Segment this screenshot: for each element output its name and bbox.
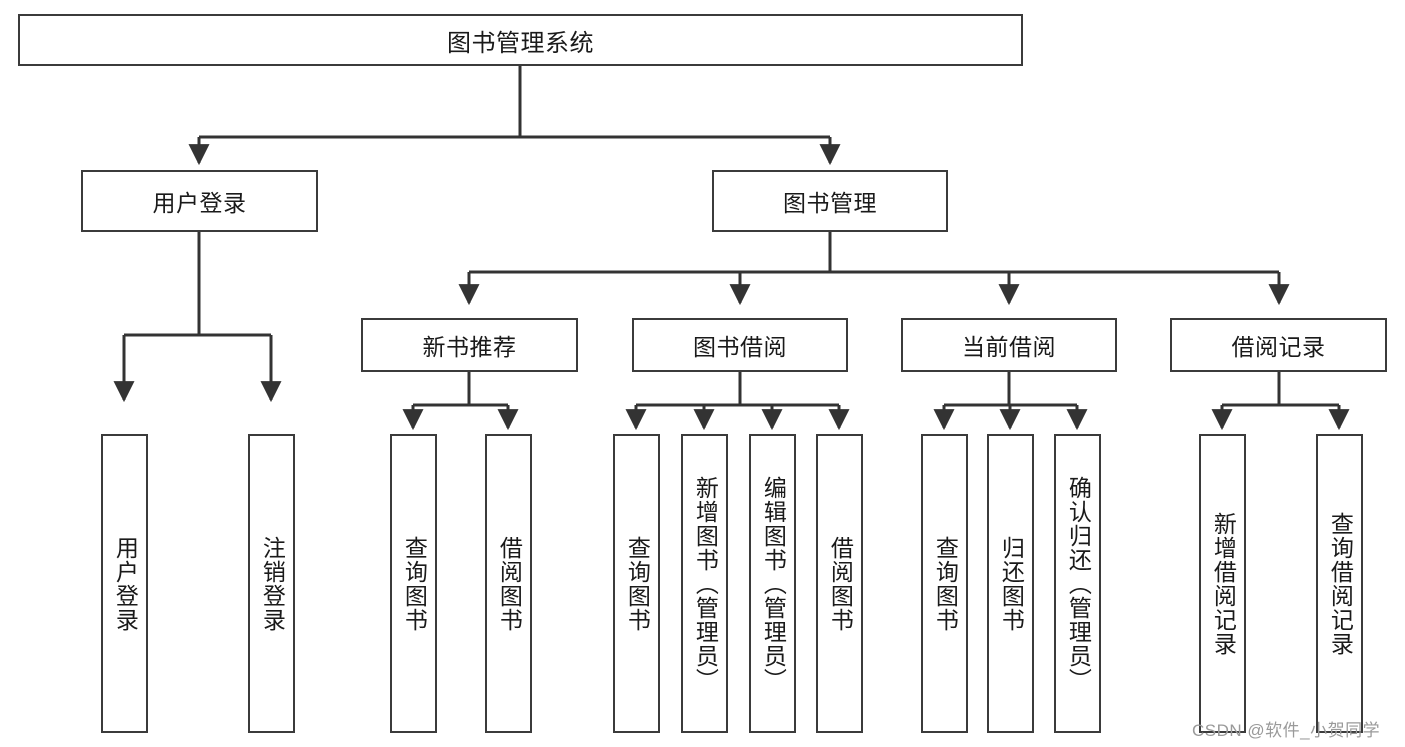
leaf-borrow-book-recommend[interactable]: 借阅图书	[485, 434, 532, 733]
node-new-book-recommend-label: 新书推荐	[422, 334, 517, 360]
leaf-add-borrow-record-label: 新增借阅记录	[1210, 511, 1237, 656]
node-root[interactable]: 图书管理系统	[18, 14, 1023, 66]
node-user-login-label: 用户登录	[152, 190, 247, 216]
node-borrow-record[interactable]: 借阅记录	[1170, 318, 1387, 372]
node-book-management[interactable]: 图书管理	[712, 170, 948, 232]
node-book-borrow[interactable]: 图书借阅	[632, 318, 848, 372]
node-new-book-recommend[interactable]: 新书推荐	[361, 318, 578, 372]
node-book-management-label: 图书管理	[783, 190, 877, 216]
leaf-edit-book-admin-label: 编辑图书（管理员）	[760, 475, 787, 692]
node-borrow-record-label: 借阅记录	[1231, 334, 1326, 360]
node-current-borrow-label: 当前借阅	[962, 334, 1056, 360]
leaf-query-book-borrow-label: 查询图书	[624, 535, 651, 632]
leaf-add-book-admin-label: 新增图书（管理员）	[692, 475, 719, 692]
leaf-query-book-recommend[interactable]: 查询图书	[390, 434, 437, 733]
leaf-query-book-borrow[interactable]: 查询图书	[613, 434, 660, 733]
leaf-query-book-current-label: 查询图书	[932, 535, 959, 632]
leaf-add-book-admin[interactable]: 新增图书（管理员）	[681, 434, 728, 733]
node-user-login[interactable]: 用户登录	[81, 170, 318, 232]
leaf-borrow-book-label: 借阅图书	[827, 535, 854, 632]
leaf-query-book-current[interactable]: 查询图书	[921, 434, 968, 733]
node-book-borrow-label: 图书借阅	[693, 334, 787, 360]
leaf-borrow-book-recommend-label: 借阅图书	[496, 535, 523, 632]
leaf-borrow-book[interactable]: 借阅图书	[816, 434, 863, 733]
csdn-watermark: CSDN @软件_小贺同学	[1192, 721, 1381, 740]
leaf-edit-book-admin[interactable]: 编辑图书（管理员）	[749, 434, 796, 733]
leaf-confirm-return-admin-label: 确认归还（管理员）	[1065, 475, 1092, 692]
leaf-query-borrow-record[interactable]: 查询借阅记录	[1316, 434, 1363, 733]
leaf-user-login-label: 用户登录	[112, 535, 139, 632]
node-root-label: 图书管理系统	[447, 29, 594, 57]
leaf-add-borrow-record[interactable]: 新增借阅记录	[1199, 434, 1246, 733]
leaf-query-borrow-record-label: 查询借阅记录	[1327, 511, 1354, 656]
leaf-return-book[interactable]: 归还图书	[987, 434, 1034, 733]
leaf-logout-label: 注销登录	[259, 535, 286, 632]
leaf-query-book-recommend-label: 查询图书	[401, 535, 428, 632]
leaf-confirm-return-admin[interactable]: 确认归还（管理员）	[1054, 434, 1101, 733]
node-current-borrow[interactable]: 当前借阅	[901, 318, 1117, 372]
leaf-return-book-label: 归还图书	[998, 535, 1025, 632]
leaf-logout[interactable]: 注销登录	[248, 434, 295, 733]
leaf-user-login[interactable]: 用户登录	[101, 434, 148, 733]
